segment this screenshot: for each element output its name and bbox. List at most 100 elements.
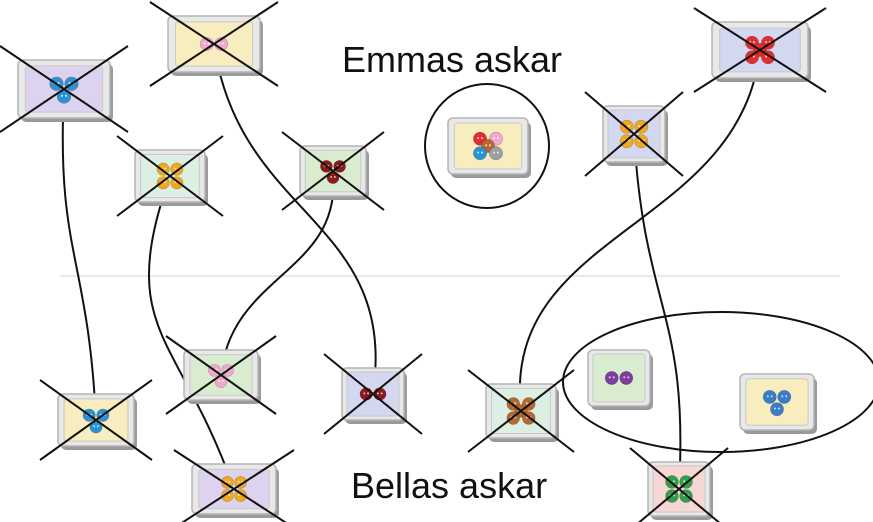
cross-mark	[0, 45, 129, 133]
button-dot	[777, 390, 792, 404]
button-hole	[496, 137, 500, 140]
connector-line	[148, 175, 235, 490]
button-hole	[777, 407, 781, 410]
button-hole	[781, 395, 784, 398]
button-box-green-purple-2	[587, 349, 653, 410]
button-hole	[770, 395, 773, 398]
connector-line	[61, 88, 97, 421]
connector-line	[220, 170, 335, 376]
button-dot	[604, 371, 619, 385]
connector-lines	[61, 43, 761, 490]
cross-mark	[467, 369, 575, 453]
button-dot	[762, 390, 777, 404]
button-hole	[173, 181, 176, 184]
connector-line	[213, 43, 377, 395]
button-hole	[93, 425, 96, 428]
cross-mark	[584, 91, 684, 177]
button-hole	[492, 137, 496, 140]
button-hole	[164, 181, 167, 184]
box-tray	[592, 353, 646, 403]
bella-title: Bellas askar	[351, 465, 548, 506]
button-hole	[228, 494, 231, 496]
button-hole	[785, 395, 788, 398]
button-dot	[619, 371, 634, 385]
button-box-cream-steel-3	[739, 373, 817, 434]
button-hole	[218, 380, 221, 382]
button-hole	[60, 94, 64, 97]
button-hole	[57, 81, 60, 85]
button-hole	[237, 480, 240, 483]
button-hole	[672, 480, 675, 483]
connector-line	[518, 49, 761, 412]
button-dot	[221, 489, 234, 502]
circle-layer	[424, 83, 873, 453]
button-hole	[333, 176, 336, 178]
button-dot	[234, 489, 247, 502]
cross-mark	[165, 335, 277, 415]
button-hole	[330, 176, 333, 178]
button-hole	[612, 376, 615, 379]
cross-mark	[116, 135, 224, 217]
button-hole	[752, 55, 756, 58]
button-hole	[173, 167, 176, 170]
button-hole	[484, 144, 488, 147]
cross-mark	[149, 1, 279, 87]
button-hole	[766, 395, 769, 398]
button-hole	[203, 42, 206, 45]
button-hole	[488, 144, 492, 147]
button-hole	[221, 380, 224, 382]
button-hole	[96, 425, 99, 428]
button-dot	[473, 146, 487, 161]
button-hole	[623, 376, 626, 379]
button-hole	[773, 407, 777, 410]
button-hole	[752, 41, 756, 44]
cross-layer	[0, 1, 827, 522]
button-hole	[492, 151, 496, 154]
button-hole	[237, 494, 240, 496]
button-hole	[68, 81, 71, 85]
button-dot	[234, 476, 247, 489]
button-hole	[380, 392, 383, 395]
box-tray	[745, 378, 809, 426]
button-hole	[164, 167, 167, 170]
button-hole	[764, 55, 768, 58]
button-hole	[525, 402, 528, 405]
button-hole	[496, 151, 500, 154]
button-hole	[480, 137, 484, 140]
cross-mark	[173, 449, 295, 522]
cross-mark	[39, 379, 153, 461]
button-hole	[683, 480, 686, 483]
button-hole	[627, 376, 630, 379]
button-hole	[476, 137, 480, 140]
button-hole	[476, 151, 480, 154]
button-hole	[218, 42, 221, 45]
box-layer	[17, 15, 817, 520]
button-hole	[64, 94, 68, 97]
emma-title: Emmas askar	[342, 39, 563, 80]
button-hole	[480, 151, 484, 154]
button-dot	[770, 402, 784, 417]
connector-line	[633, 133, 682, 490]
button-hole	[608, 376, 611, 379]
button-dot	[489, 146, 503, 161]
bella-selection-ellipse	[562, 311, 873, 453]
button-hole	[376, 392, 379, 395]
button-hole	[627, 125, 630, 128]
button-hole	[514, 402, 517, 405]
button-hole	[764, 41, 768, 44]
button-hole	[228, 480, 231, 483]
button-hole	[638, 125, 641, 128]
cross-mark	[693, 7, 827, 93]
cross-mark	[629, 447, 729, 522]
button-hole	[207, 42, 210, 45]
emma-selection-circle	[424, 83, 550, 209]
cross-mark	[323, 353, 423, 435]
cross-mark	[281, 131, 385, 211]
button-hole	[367, 392, 370, 395]
button-hole	[222, 42, 225, 45]
button-dot	[221, 476, 234, 489]
button-hole	[363, 392, 366, 395]
button-box-cream-mixed-5	[447, 117, 531, 178]
